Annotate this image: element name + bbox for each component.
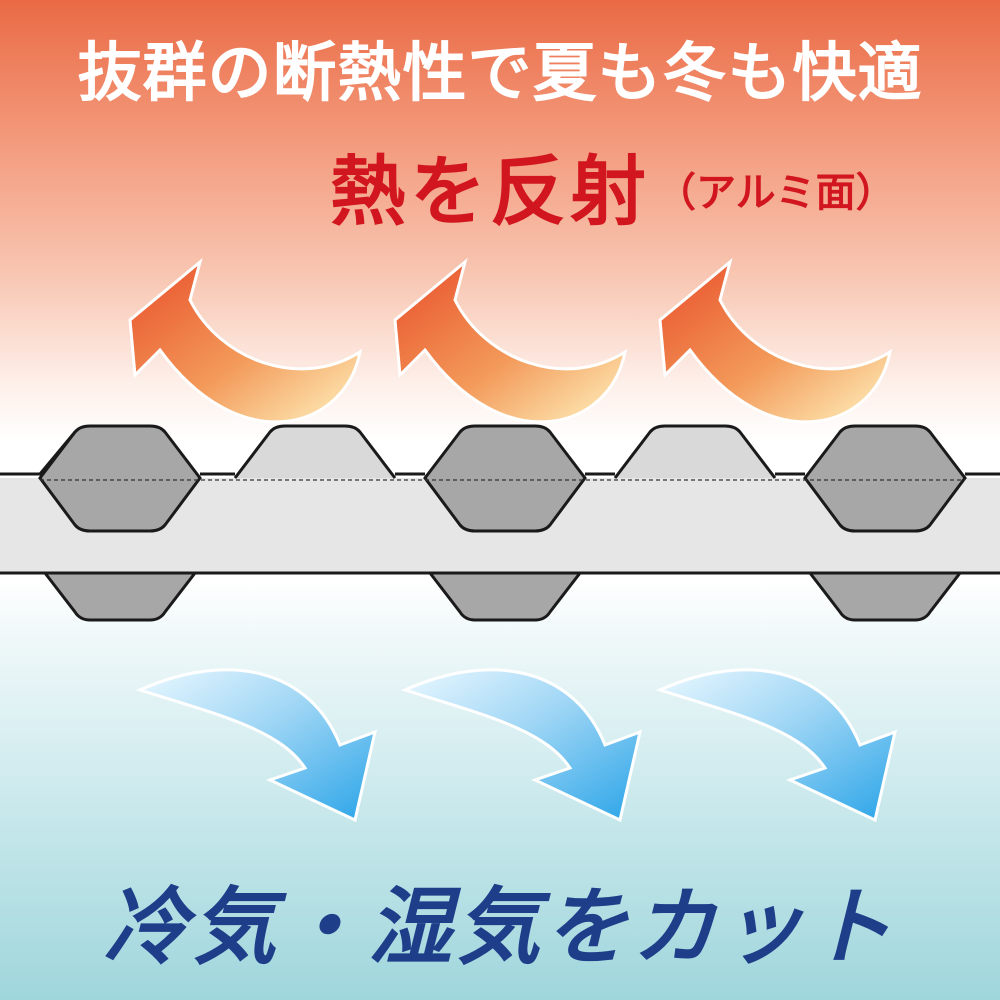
warm-arrow-3 [658, 260, 892, 424]
reflect-sub-text: （アルミ面） [656, 170, 896, 216]
cool-arrow-2 [403, 668, 642, 822]
reflect-label: 熱を反射（アルミ面） [330, 130, 896, 240]
top-bumps-light [233, 424, 777, 479]
bottom-bumps [41, 571, 964, 622]
warm-arrow-2 [393, 260, 627, 424]
top-bumps [38, 424, 967, 533]
headline-text: 抜群の断熱性で夏も冬も快適 [77, 37, 923, 111]
cool-arrow-3 [658, 668, 897, 822]
reflect-main-text: 熱を反射 [330, 147, 650, 236]
cut-text: 冷気・湿気をカット [103, 878, 896, 976]
cool-arrow-1 [138, 668, 377, 822]
warm-arrow-1 [128, 260, 362, 424]
